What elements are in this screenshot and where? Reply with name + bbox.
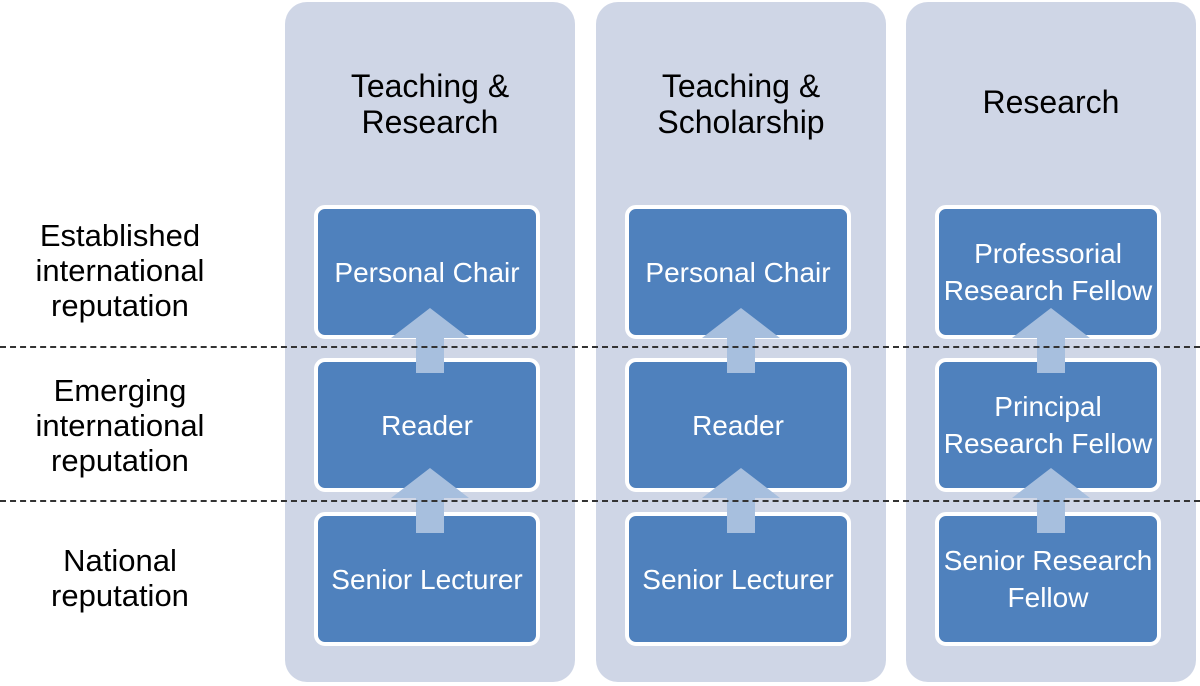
up-arrow-icon — [391, 308, 469, 373]
row-label-established: Established international reputation — [35, 218, 205, 323]
row-label-national: National reputation — [51, 543, 189, 613]
level-divider — [0, 346, 1200, 348]
column-teaching-research: Teaching & Research Personal Chair Reade… — [285, 2, 575, 682]
column-teaching-scholarship: Teaching & Scholarship Personal Chair Re… — [596, 2, 886, 682]
row-label-emerging: Emerging international reputation — [35, 373, 205, 478]
role-box-senior-lecturer: Senior Lecturer — [314, 512, 540, 646]
role-box-senior-research-fellow: Senior Research Fellow — [935, 512, 1161, 646]
up-arrow-icon — [1012, 308, 1090, 373]
column-title: Research — [982, 84, 1120, 120]
level-divider — [0, 500, 1200, 502]
column-title: Teaching & Scholarship — [657, 68, 825, 140]
column-research: Research Professorial Research Fellow Pr… — [906, 2, 1196, 682]
column-title: Teaching & Research — [350, 68, 510, 140]
up-arrow-icon — [702, 308, 780, 373]
